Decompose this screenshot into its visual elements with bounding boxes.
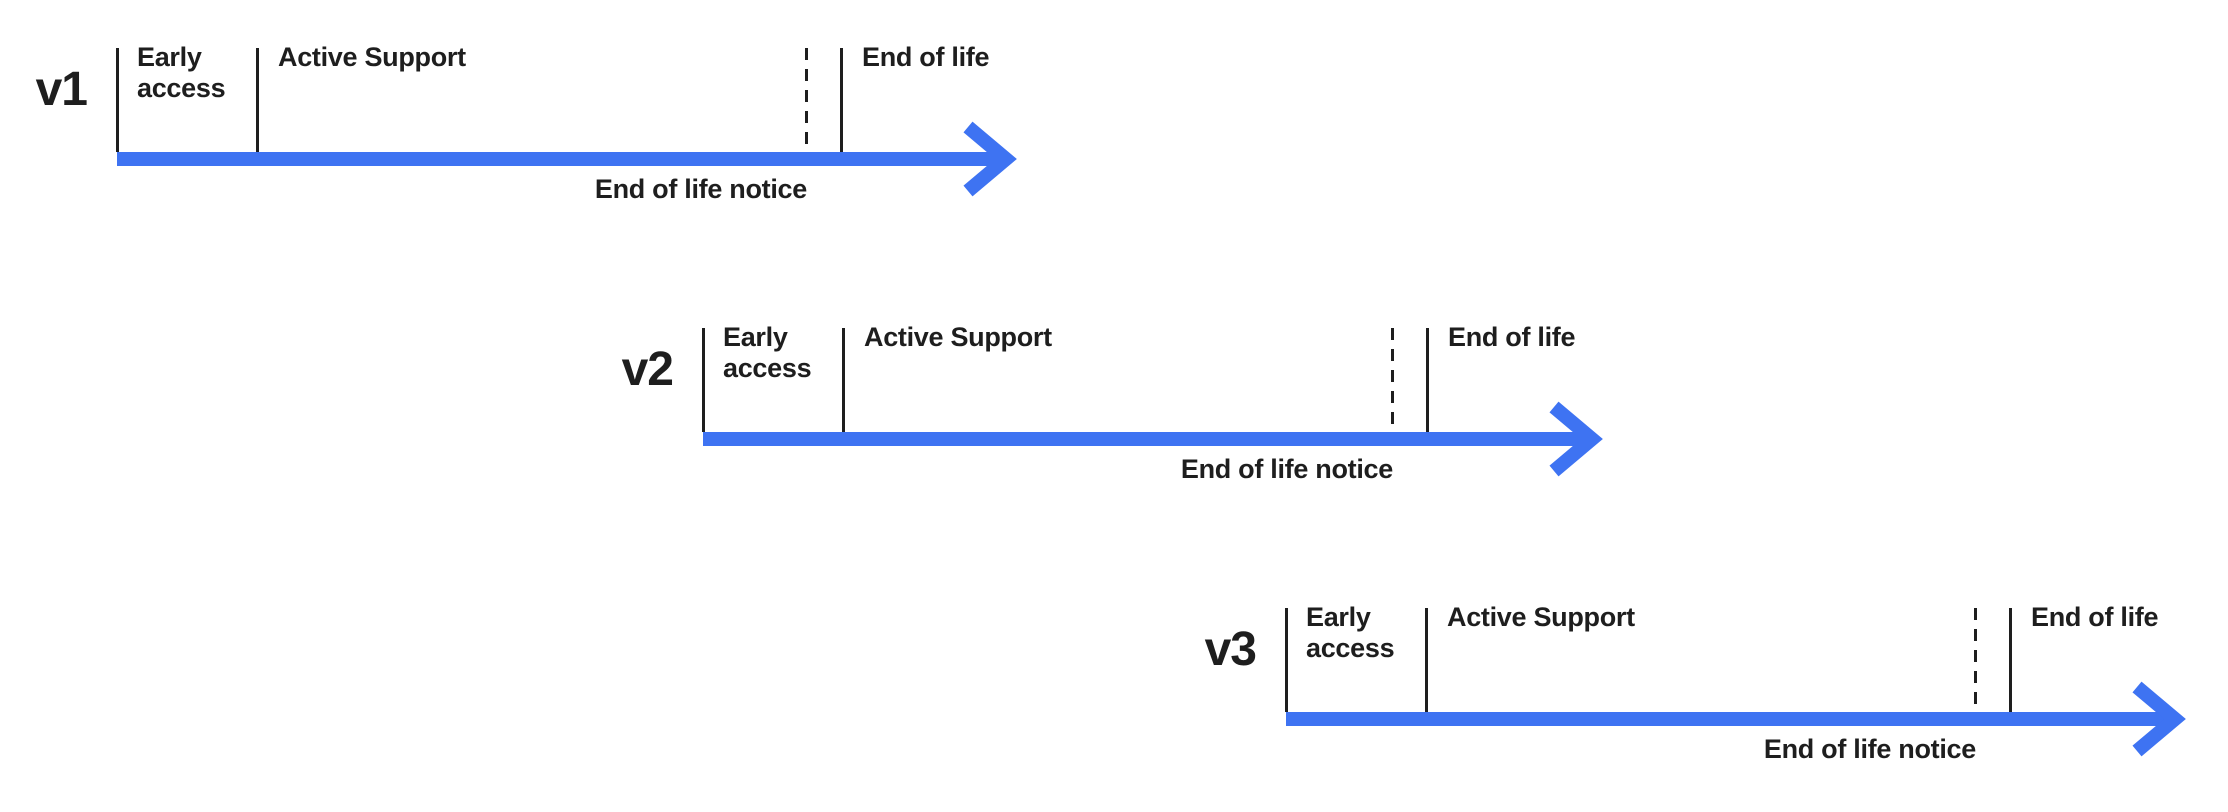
early-access-start-tick [1285,608,1288,712]
eol-notice-dashed-line [1974,608,1977,708]
active-support-start-tick [1425,608,1428,712]
label-eol-notice: End of life notice [594,174,807,204]
label-early-access: Early access [137,42,226,103]
timeline-v2: v2 Early access Active Support End of li… [622,322,1633,518]
active-support-start-tick [842,328,845,432]
label-eol-notice: End of life notice [1180,454,1393,484]
end-of-life-tick [840,48,843,152]
timeline-arrow-icon [117,121,1017,197]
version-label: v3 [1204,623,1257,676]
early-access-start-tick [702,328,705,432]
version-label: v2 [621,343,674,396]
active-support-start-tick [256,48,259,152]
early-access-start-tick [116,48,119,152]
version-label: v1 [35,63,88,116]
label-end-of-life: End of life [862,42,990,72]
end-of-life-tick [2009,608,2012,712]
timeline-v1: v1 Early access Active Support End of li… [36,42,1047,238]
label-end-of-life: End of life [2031,602,2159,632]
label-active-support: Active Support [864,322,1052,352]
timeline-v3: v3 Early access Active Support End of li… [1205,602,2216,798]
timeline-arrow-icon [1286,681,2186,757]
label-early-access: Early access [1306,602,1395,663]
label-eol-notice: End of life notice [1763,734,1976,764]
label-active-support: Active Support [1447,602,1635,632]
eol-notice-dashed-line [1391,328,1394,428]
label-active-support: Active Support [278,42,466,72]
end-of-life-tick [1426,328,1429,432]
eol-notice-dashed-line [805,48,808,148]
timeline-arrow-icon [703,401,1603,477]
label-end-of-life: End of life [1448,322,1576,352]
label-early-access: Early access [723,322,812,383]
